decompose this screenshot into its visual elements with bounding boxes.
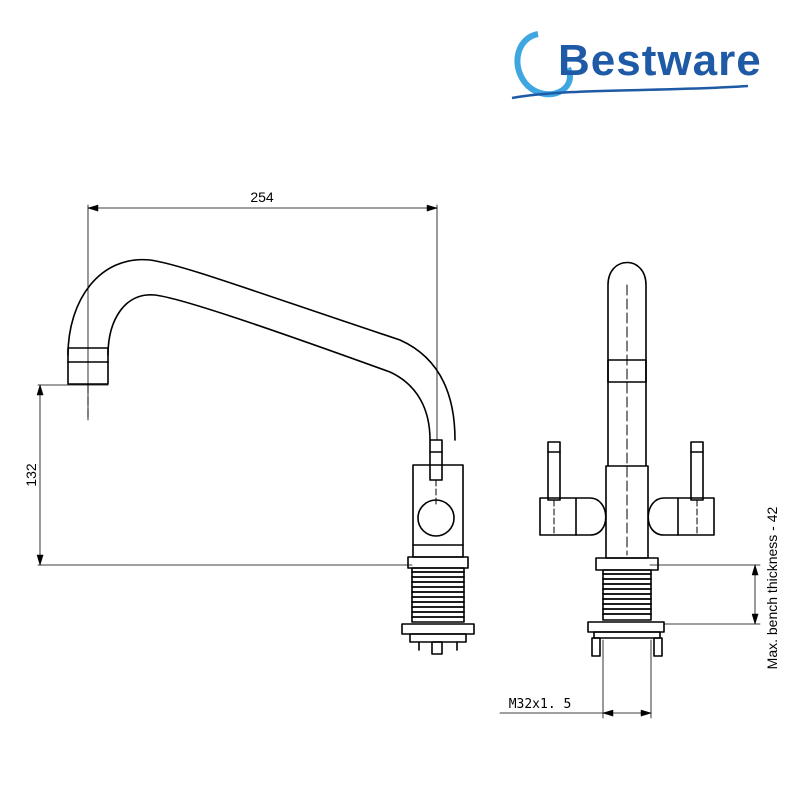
front-backnut [587, 621, 665, 633]
dim-label-height: 132 [23, 463, 39, 487]
spout-inner-line [107, 294, 431, 441]
column [607, 261, 647, 466]
dim-label-thread: M32x1. 5 [509, 697, 572, 712]
logo-swoosh-icon [511, 31, 749, 100]
lever [429, 439, 443, 481]
right-handle [647, 497, 715, 536]
front-view [499, 261, 761, 719]
dim-label-bench-thickness: Max. bench thickness - 42 [764, 506, 780, 669]
spout-outer-line [67, 258, 456, 441]
brand-logo: Bestware [508, 28, 793, 106]
right-lever [690, 441, 704, 501]
backnut [401, 623, 475, 635]
handle-hub [417, 499, 455, 537]
body [412, 464, 464, 558]
side-view [36, 204, 475, 655]
brand-name: Bestware [558, 36, 762, 85]
front-shank [602, 569, 652, 621]
left-lever [547, 441, 561, 501]
dim-label-reach: 254 [250, 189, 274, 205]
left-handle [539, 497, 607, 536]
